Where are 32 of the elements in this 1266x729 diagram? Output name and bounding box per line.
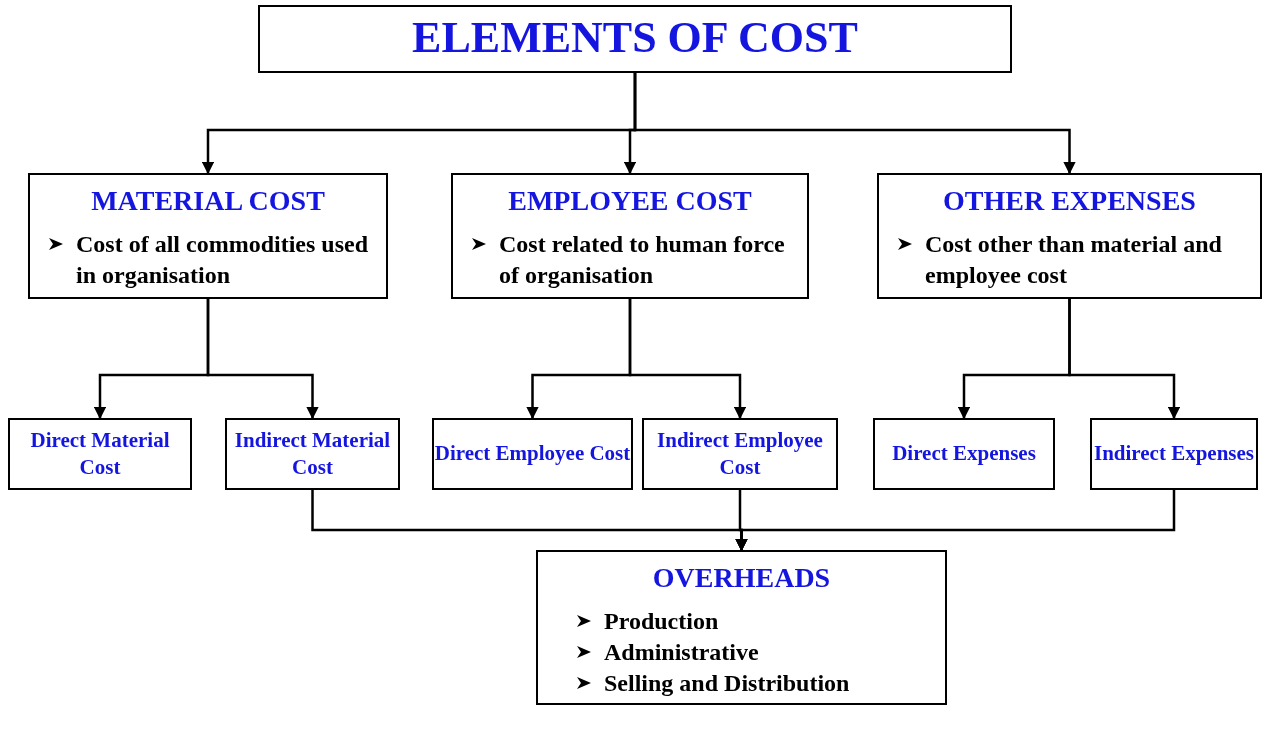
connector-arrow [633,73,1076,175]
box-label: Direct Expenses [892,440,1036,468]
box-heading: MATERIAL COST [90,185,326,217]
bullet-text: Production [604,607,719,636]
category-box [873,418,1055,490]
category-box [451,173,809,299]
category-box [536,550,947,705]
category-box [225,418,400,490]
category-box [28,173,388,299]
box-label: Direct Material Cost [29,426,171,481]
box-heading: EMPLOYEE COST [507,185,753,217]
bullet-text: Administrative [604,638,759,668]
box-heading: OTHER EXPENSES [942,185,1197,217]
bullet-text: Cost related to human force of organisation [499,230,786,291]
bullet-text: Selling and Distribution [604,669,850,699]
box-heading: OVERHEADS [651,562,832,594]
title-box [258,5,1012,73]
category-box [877,173,1262,299]
box-label: Indirect Employee Cost [656,426,824,481]
category-box [432,418,633,490]
category-box [1090,418,1258,490]
box-label: Indirect Expenses [1093,440,1254,468]
connector-arrow [1068,299,1181,420]
title-label: ELEMENTS OF COST [412,13,858,62]
box-label: Indirect Material Cost [233,426,392,481]
connector-arrow [628,299,747,420]
bullet-text: Cost of all commodities used in organisation [76,230,369,291]
category-box [642,418,838,490]
bullet-text: Cost other than material and employee cost [925,230,1223,291]
box-label: Direct Employee Cost [434,440,631,468]
connector-arrow [206,299,319,420]
category-box [8,418,192,490]
